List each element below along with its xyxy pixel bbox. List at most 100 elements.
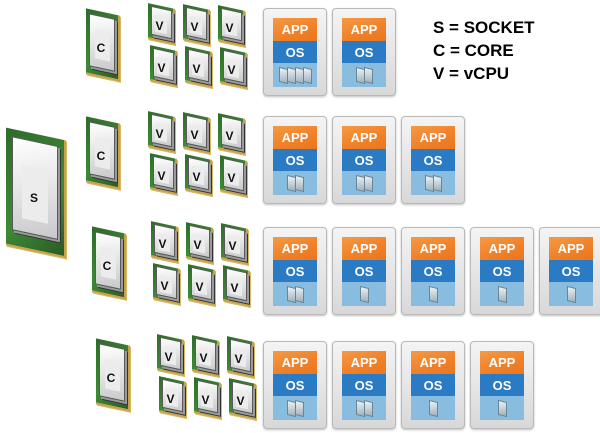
vm-app-layer: APP [411,237,455,260]
vcpu-chip: V [185,46,212,88]
vm-vcpu-layer [480,396,524,420]
vm-vcpu-icon [302,66,312,84]
core-chip: C [92,226,126,300]
vcpu-chip-label: V [227,170,236,185]
vcpu-chip-label: V [166,391,175,406]
vcpu-chip: V [183,4,210,46]
vcpu-chip-label: V [155,18,164,33]
vcpu-chip-label: V [160,278,169,293]
vcpu-chip-label: V [225,20,234,35]
vm-vcpu-layer [411,171,455,195]
vcpu-chip-label: V [227,62,236,77]
vm-os-layer: OS [342,41,386,63]
vcpu-chip: V [157,334,184,376]
vm-vcpu-icon [294,174,304,192]
legend-vcpu: V = vCPU [433,64,510,83]
vcpu-chip-label: V [201,392,210,407]
vcpu-chip: V [186,222,213,264]
legend-socket: S = SOCKET [433,18,535,37]
vm-vcpu-layer [273,63,317,87]
vm-app-layer: APP [342,18,386,41]
vm-vcpu-layer [273,396,317,420]
vm-vcpu-icon [363,66,373,84]
vm-vcpu-icon [497,285,507,303]
vm-vcpu-icon [428,285,438,303]
vcpu-chip: V [188,264,215,306]
vcpu-chip: V [218,5,245,47]
legend: S = SOCKET C = CORE V = vCPU [433,16,535,85]
vcpu-chip: V [148,111,175,153]
vm-os-layer: OS [480,260,524,282]
vm-os-layer: OS [411,149,455,171]
vm-vcpu-icon [359,285,369,303]
vcpu-chip-label: V [155,126,164,141]
vm-vcpu-icon [363,399,373,417]
vm-vcpu-icon [566,285,576,303]
vm-vcpu-layer [549,282,593,306]
vcpu-chip: V [150,45,177,87]
vcpu-chip-label: V [157,60,166,75]
vcpu-chip: V [220,155,247,197]
vm-vcpu-icon [428,399,438,417]
vm-vcpu-layer [342,282,386,306]
legend-core: C = CORE [433,41,514,60]
vm-vcpu-layer [342,171,386,195]
vcpu-chip-label: V [190,19,199,34]
vm-app-layer: APP [549,237,593,260]
vcpu-chip-label: V [236,393,245,408]
vcpu-chip-label: V [190,127,199,142]
vcpu-chip-label: V [164,349,173,364]
vcpu-chip: V [148,3,175,45]
vm-os-layer: OS [273,260,317,282]
vm-vcpu-layer [342,63,386,87]
vm-os-layer: OS [273,374,317,396]
vm-os-layer: OS [411,260,455,282]
vcpu-chip: V [150,153,177,195]
vm-vcpu-layer [342,396,386,420]
vm-os-layer: OS [342,374,386,396]
vcpu-chip: V [183,112,210,154]
vm-app-layer: APP [342,126,386,149]
vcpu-chip-label: V [192,61,201,76]
vcpu-chip-label: V [230,280,239,295]
vcpu-chip-label: V [228,238,237,253]
vcpu-chip-label: V [158,236,167,251]
socket-chip: S [6,127,66,259]
vm-app-layer: APP [273,237,317,260]
vm-vcpu-icon [497,399,507,417]
vm-vcpu-icon [294,285,304,303]
vm-os-layer: OS [273,41,317,63]
vcpu-chip: V [185,154,212,196]
core-chip-label: C [96,41,106,55]
vcpu-chip: V [194,377,221,419]
vm-app-layer: APP [411,126,455,149]
vm-vcpu-icon [363,174,373,192]
core-chip: C [86,8,120,82]
vm-app-layer: APP [273,126,317,149]
core-chip: C [86,116,120,190]
vcpu-chip-label: V [192,169,201,184]
vm-os-layer: OS [273,149,317,171]
vm-vcpu-layer [411,396,455,420]
vm-vcpu-layer [273,282,317,306]
vcpu-chip: V [221,223,248,265]
vm-os-layer: OS [411,374,455,396]
vm-vcpu-icon [294,399,304,417]
vm-app-layer: APP [480,237,524,260]
vm-app-layer: APP [342,237,386,260]
vcpu-chip-label: V [193,237,202,252]
vcpu-chip: V [227,336,254,378]
socket-label: S [29,191,38,205]
vcpu-chip-label: V [157,168,166,183]
vcpu-chip-label: V [195,279,204,294]
